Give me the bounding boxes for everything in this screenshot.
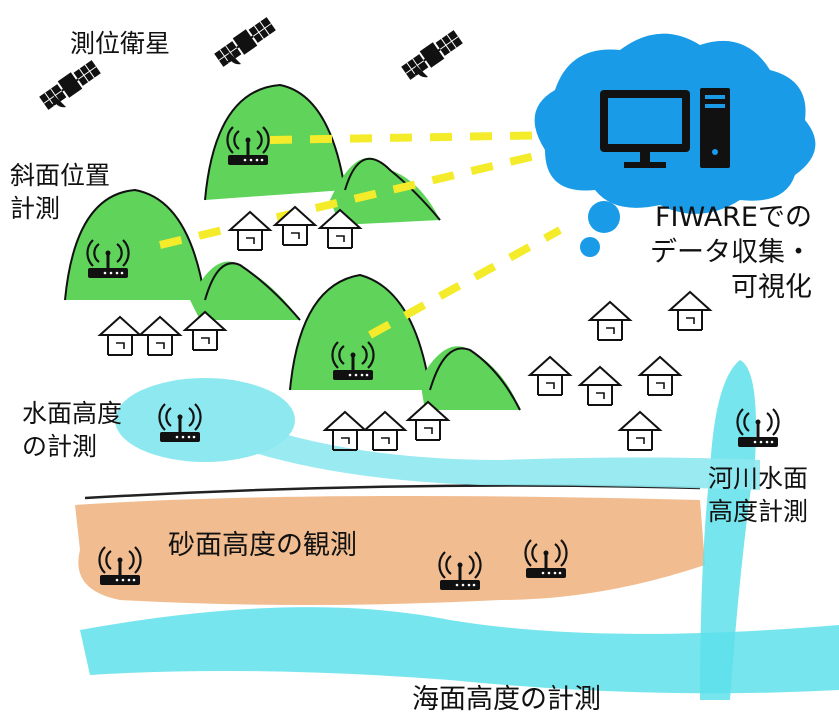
label-sand: 砂面高度の観測 bbox=[168, 530, 357, 561]
label-fiware-line1: FIWAREでの bbox=[654, 202, 812, 233]
label-river: 河川水面 高度計測 bbox=[708, 463, 808, 528]
label-slope: 斜面位置 計測 bbox=[10, 160, 110, 225]
satellite-icon bbox=[38, 59, 102, 111]
label-river-line1: 河川水面 bbox=[708, 464, 809, 493]
computer-monitor-icon bbox=[600, 88, 730, 168]
river-horizontal bbox=[230, 420, 760, 490]
label-fiware-line3: 可視化 bbox=[731, 272, 812, 304]
label-sea: 海面高度の計測 bbox=[412, 684, 601, 715]
label-water-line2: の計測 bbox=[22, 431, 98, 461]
label-fiware-line2: データ収集・ bbox=[650, 237, 812, 269]
label-satellite: 測位衛星 bbox=[70, 29, 171, 58]
pond-area bbox=[115, 378, 295, 462]
satellite-icon bbox=[400, 29, 464, 81]
signal-links bbox=[159, 131, 562, 339]
label-fiware: FIWAREでの データ収集・ 可視化 bbox=[650, 200, 812, 305]
label-slope-line1: 斜面位置 bbox=[10, 161, 111, 190]
label-water: 水面高度 の計測 bbox=[22, 398, 122, 463]
label-water-line1: 水面高度 bbox=[22, 399, 123, 428]
label-river-line2: 高度計測 bbox=[708, 496, 809, 526]
satellite-icon bbox=[213, 16, 277, 68]
sea-area bbox=[80, 607, 839, 694]
mountain-front bbox=[289, 273, 521, 411]
label-slope-line2: 計測 bbox=[10, 193, 61, 223]
